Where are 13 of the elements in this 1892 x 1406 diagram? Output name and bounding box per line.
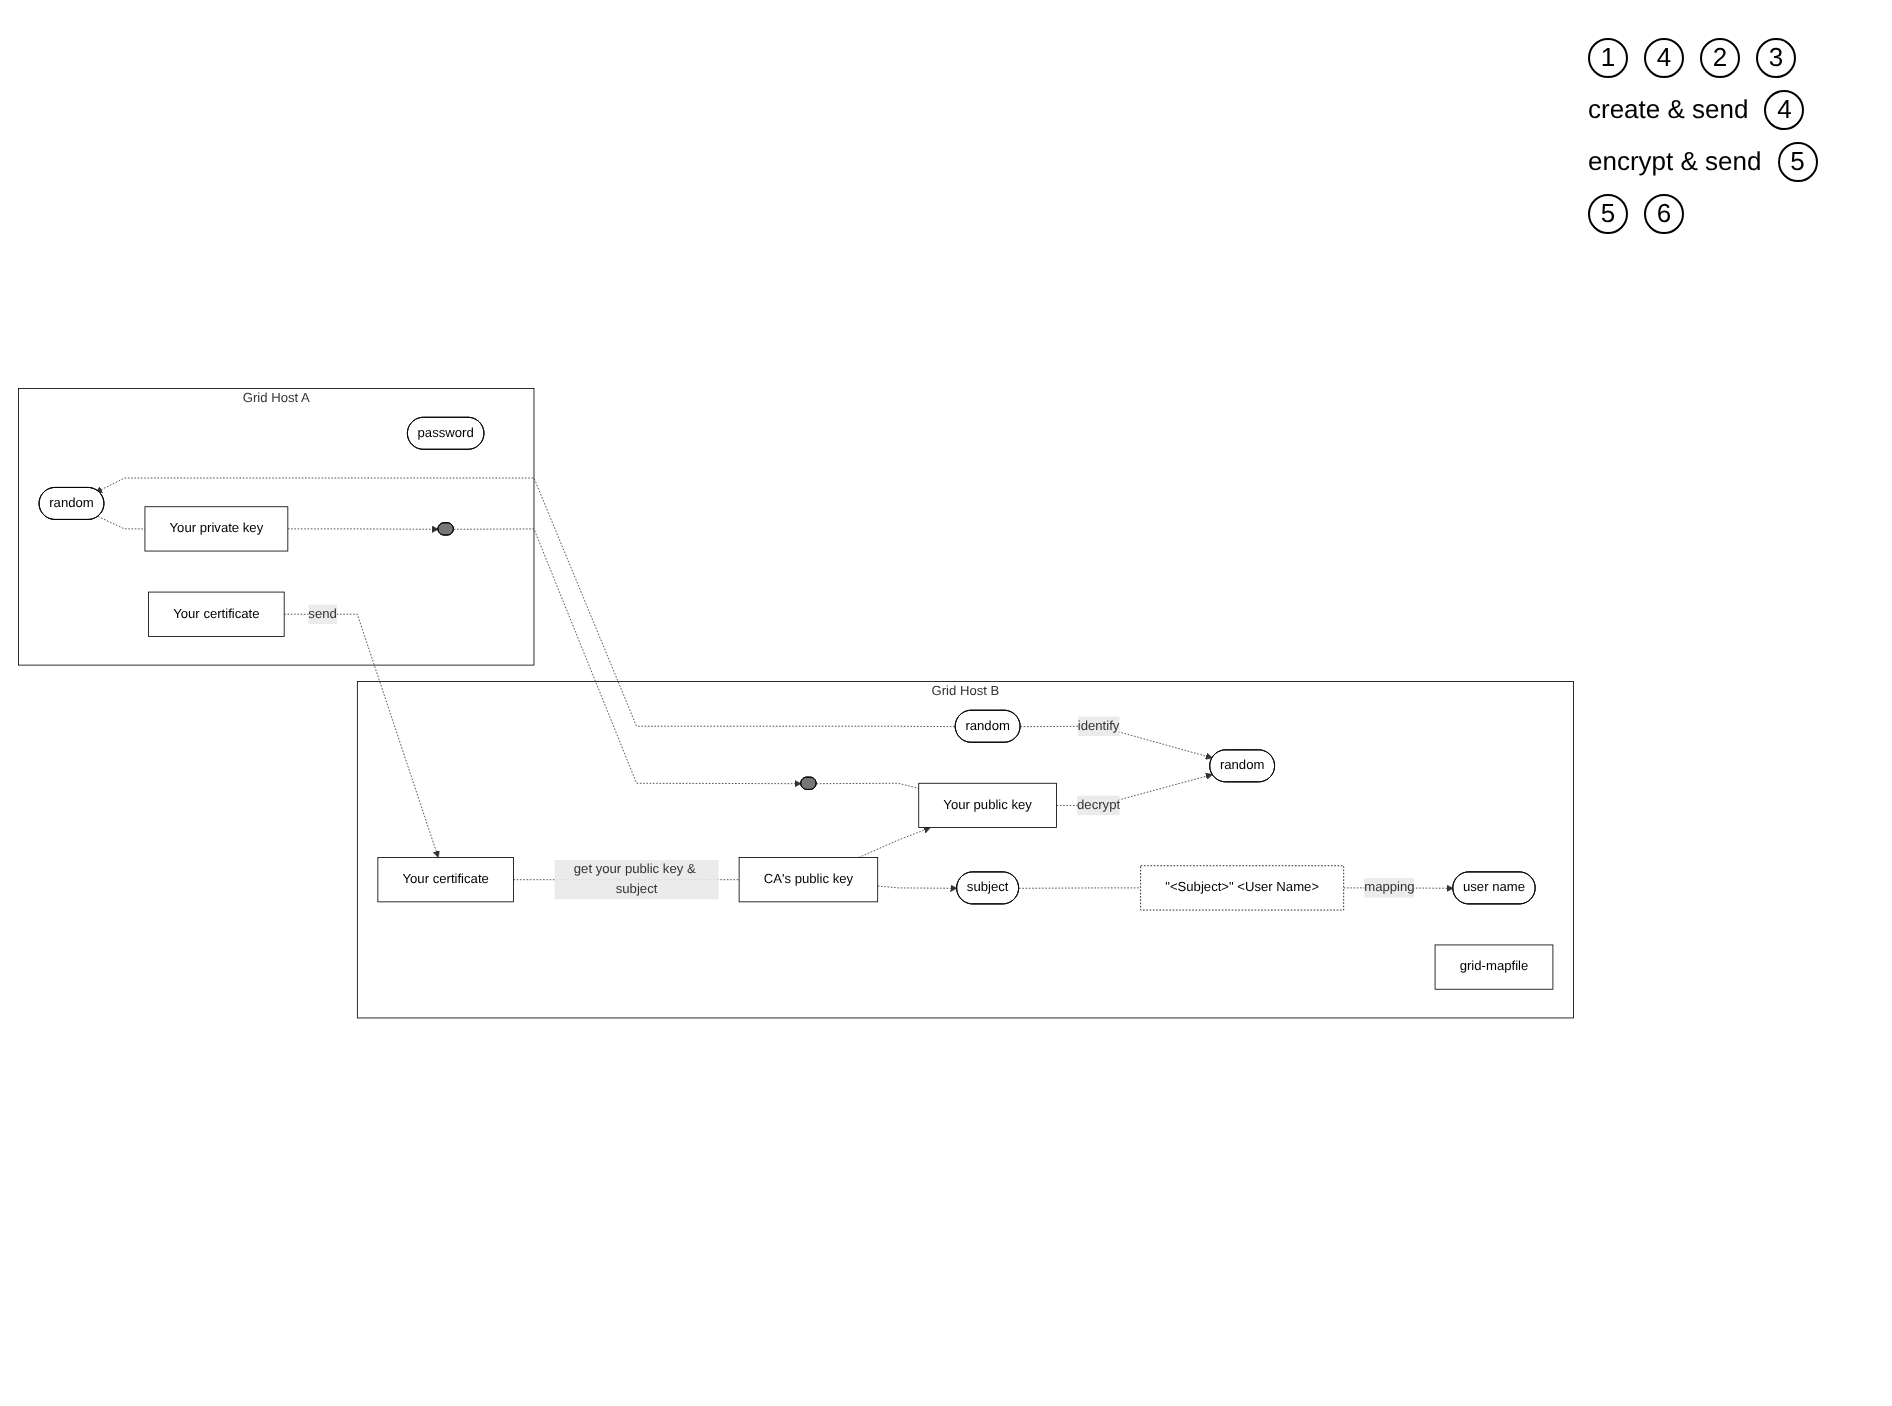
step-number: 5 <box>1588 194 1628 234</box>
note-text: encrypt & send <box>1588 146 1762 176</box>
step-number: 2 <box>1700 38 1740 78</box>
note-text: create & send <box>1588 94 1749 124</box>
step-number: 4 <box>1644 38 1684 78</box>
step-number: 6 <box>1644 194 1684 234</box>
step-number: 4 <box>1764 90 1805 130</box>
step-number: 5 <box>1777 142 1818 182</box>
connector <box>97 515 146 529</box>
step-number: 1 <box>1588 38 1628 78</box>
connector <box>1018 887 1142 889</box>
connector <box>816 782 920 789</box>
step-number: 3 <box>1756 38 1796 78</box>
